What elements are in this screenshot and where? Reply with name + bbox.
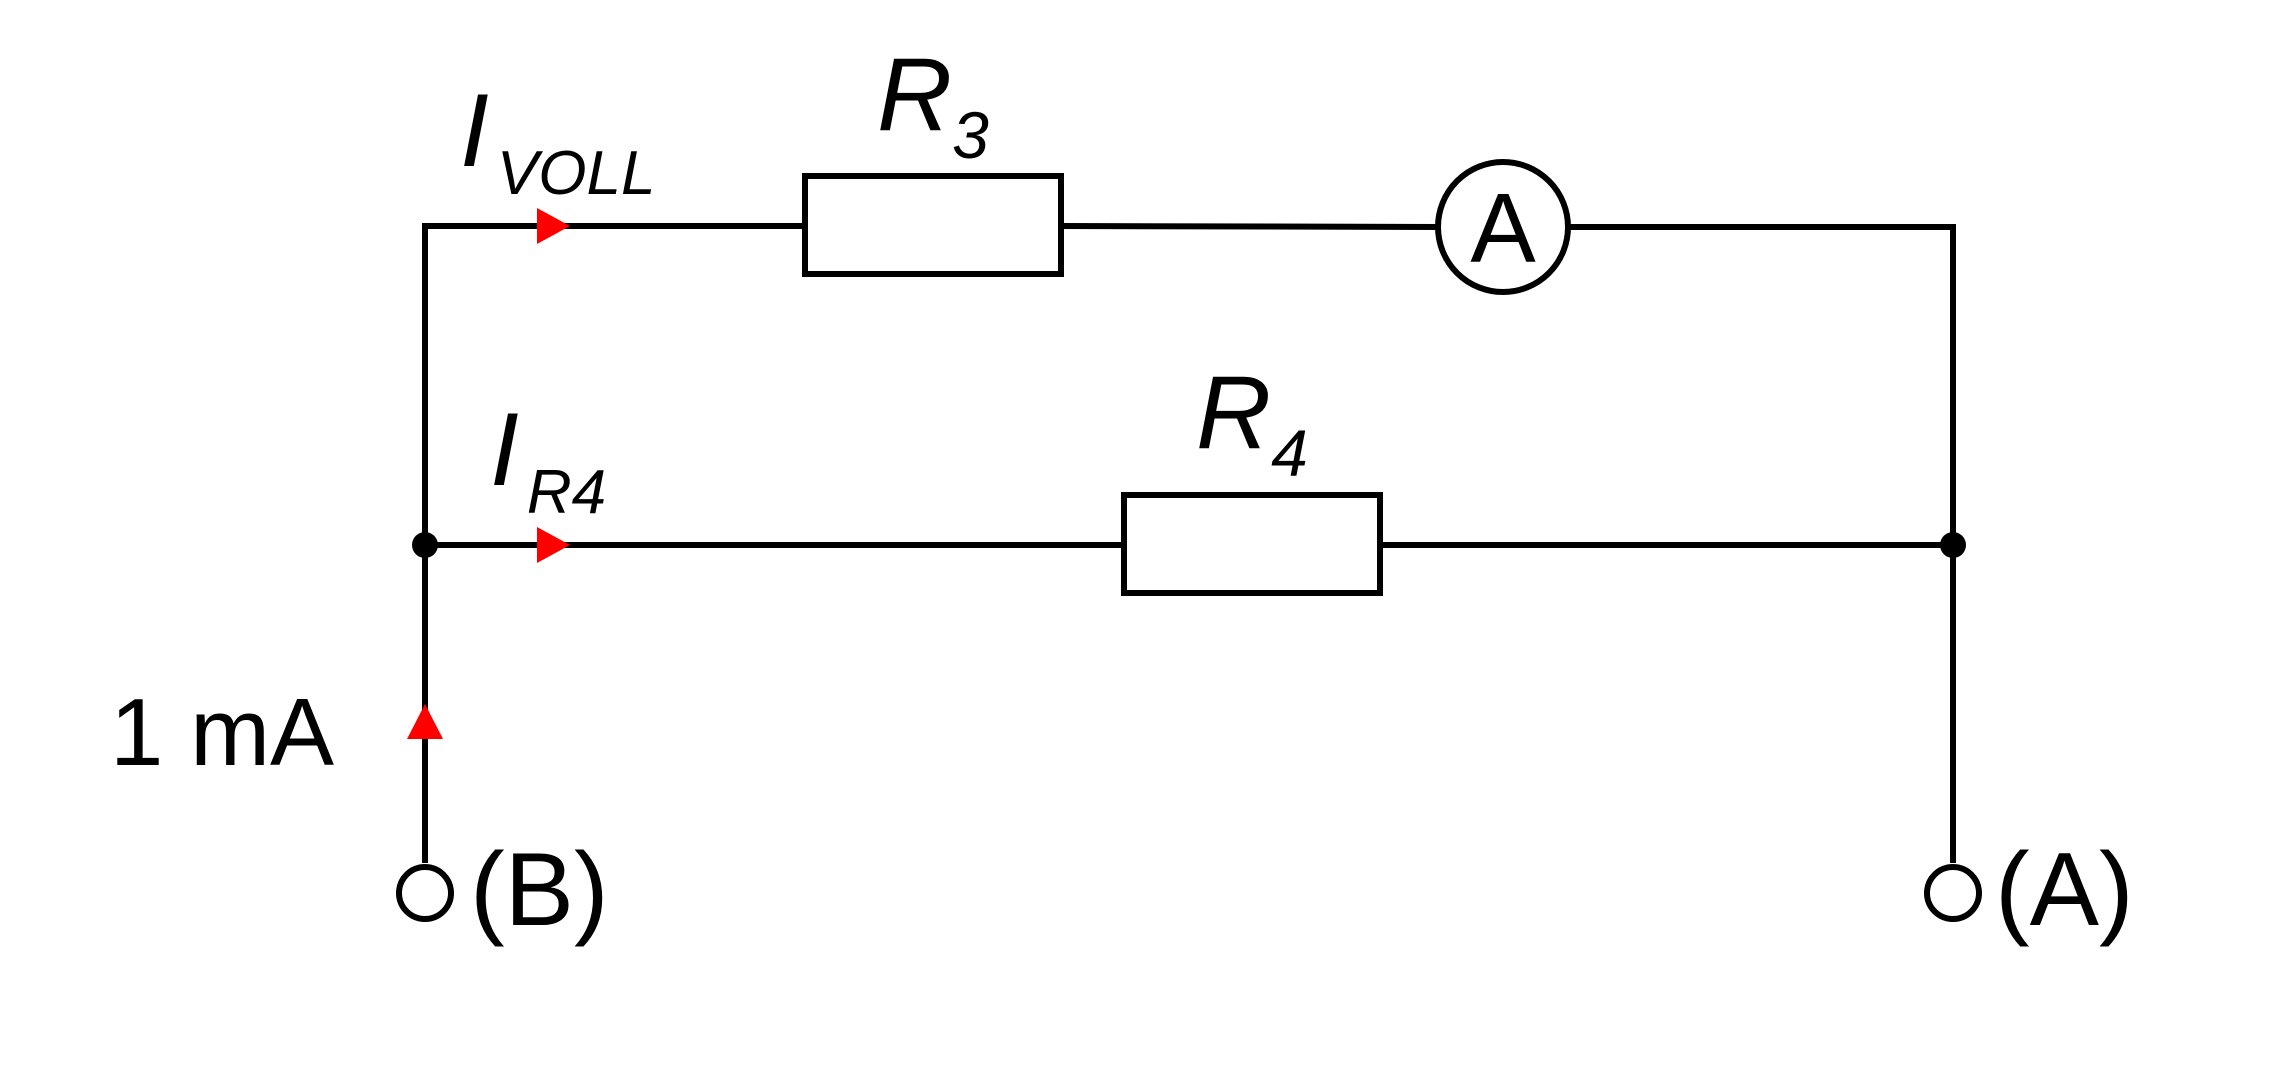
label-terminal-b: (B)	[470, 832, 609, 948]
arrow-i-r4	[537, 527, 570, 563]
ammeter: A	[1435, 159, 1571, 295]
resistor-r3	[802, 173, 1064, 277]
terminal-b	[396, 864, 454, 922]
wire-top-middle	[1057, 222, 1442, 231]
terminal-a	[1924, 864, 1982, 922]
wire-top-right	[1565, 224, 1956, 863]
label-r4: R4	[1196, 355, 1308, 490]
resistor-r4	[1121, 492, 1383, 596]
label-r3: R3	[877, 37, 989, 172]
arrow-i-voll	[537, 208, 570, 244]
junction-left	[412, 532, 438, 558]
arrow-source-current	[407, 704, 443, 739]
junction-right	[1940, 532, 1966, 558]
ammeter-circle	[1435, 159, 1571, 295]
wire-top-left	[422, 223, 808, 863]
ammeter-label: A	[1470, 173, 1536, 283]
label-terminal-a: (A)	[1995, 832, 2134, 948]
label-source-current: 1 mA	[110, 679, 334, 786]
